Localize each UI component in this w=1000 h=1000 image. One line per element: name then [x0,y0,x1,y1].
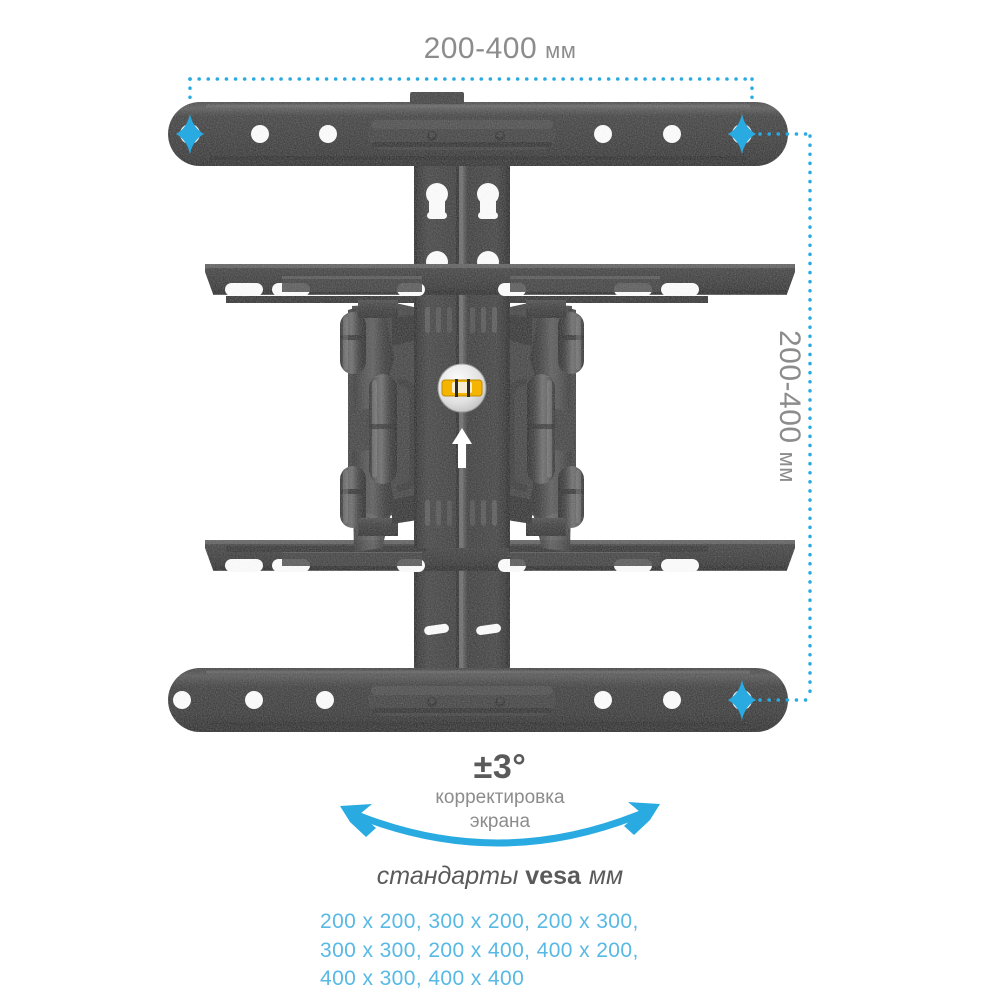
crosshair-icon-top-left [176,114,204,154]
arm-hinge-mid-left [369,374,417,492]
vesa-brand: vesa [525,862,581,890]
bubble-level-front [437,363,487,413]
vesa-list-row: 200 x 200, 300 x 200, 200 x 300, [320,910,639,933]
vesa-list-row: 300 x 300, 200 x 400, 400 x 200, [320,938,639,962]
angled-slot-group-bottom [424,623,501,636]
tilt-angle-caption: корректировка экрана [0,786,1000,834]
vesa-list-row: 400 x 300, 400 x 400 [320,967,525,991]
side-dimension-value: 200-400 [773,330,806,444]
side-dimension-unit: мм [775,451,800,483]
top-dimension-value: 200-400 [423,32,538,65]
wall-hole-group-bottom [173,691,681,709]
arm-hinge-mid-right [507,374,555,492]
arm-hinge-upper-left [340,312,366,374]
vesa-standards-list: 200 x 200, 300 x 200, 200 x 300, 300 x 3… [0,908,1000,994]
tilt-arc-arrow [340,802,660,847]
crosshair-marker-group [176,114,756,720]
vesa-title-prefix: стандарты [376,862,519,890]
tilt-caption-line1: корректировка [435,787,565,808]
wall-hole-group-top [251,125,681,143]
top-dimension-label: 200-400 мм [0,32,1000,66]
dimension-guides [188,77,814,702]
center-plate-front-strip [414,296,510,548]
bottom-wall-bar [168,668,788,732]
side-dimension-label: 200-400 мм [772,330,806,483]
crosshair-icon-bottom-right [728,680,756,720]
tilt-angle-value: ±3° [473,748,527,786]
right-articulating-arm [506,300,584,552]
keyhole-slot-group-upper [426,183,499,219]
arc-arrow-head-left [340,804,376,837]
upper-tv-rail [205,264,795,303]
arm-hinge-upper-right [558,312,584,374]
left-articulating-arm [340,300,418,552]
rail-slot-group-upper [225,283,699,296]
vesa-title-unit: мм [588,862,624,890]
top-dimension-unit: мм [545,38,577,63]
top-wall-bar [168,92,788,166]
up-arrow-orientation-front [452,428,472,468]
arm-hinge-lower-right [558,466,584,528]
tilt-caption-line2: экрана [469,810,531,832]
arm-hinge-lower-left [340,466,366,528]
arc-arrow-head-right [624,802,660,835]
crosshair-icon-top-right [728,114,756,154]
